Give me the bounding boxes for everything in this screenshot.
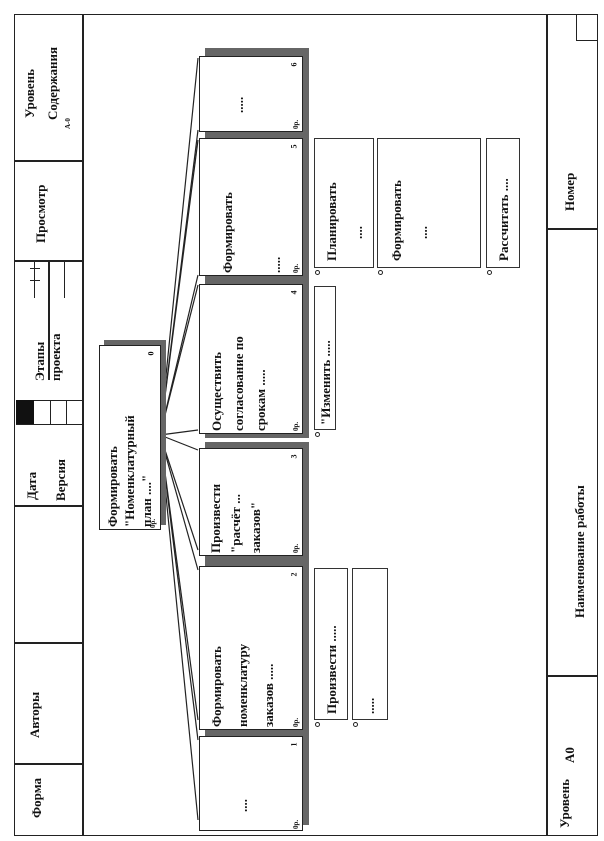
root-text: Формировать "Номенклатурный план ...." — [104, 347, 155, 527]
node-3-line: заказов" — [248, 501, 263, 553]
node-1-number: 1 — [289, 742, 299, 747]
stage-line — [34, 400, 82, 401]
stage-line — [30, 268, 40, 269]
node-2-line: номенклатуру — [235, 643, 250, 727]
subtask-n4-a-text: "Изменить ..... — [318, 340, 333, 425]
subtask-n5-b-line: Формировать — [389, 180, 404, 261]
link-6b — [159, 129, 199, 436]
link-1b — [159, 434, 199, 821]
node-2-number: 2 — [289, 572, 299, 577]
link-2b — [159, 434, 199, 721]
node-6-text: ..... — [231, 96, 246, 113]
root-tag: 0р. — [149, 518, 157, 528]
subtask-n5-c[interactable]: Рассчитать .... — [486, 138, 520, 268]
header-cell-line — [14, 763, 82, 765]
diagram-frame — [14, 14, 598, 836]
node-1-tag: 0р. — [292, 819, 300, 829]
stage-line — [64, 262, 65, 298]
subtask-n2-a[interactable]: Произвести ..... — [314, 568, 348, 720]
stage-marker — [16, 400, 34, 424]
stage-line — [16, 424, 82, 425]
root-line: план ...." — [139, 474, 154, 527]
subtask-n5-a[interactable]: Планировать .... — [314, 138, 374, 268]
node-3-text: Произвести "расчёт ... заказов" — [206, 484, 266, 553]
header-cell-line — [14, 642, 82, 644]
root-line: Формировать — [105, 446, 120, 527]
header-cell-line — [48, 260, 50, 380]
footer-cell-line — [546, 675, 598, 677]
node-6-box[interactable]: ..... 6 0р. — [199, 56, 303, 132]
stage-line — [66, 400, 67, 424]
root-line: "Номенклатурный — [122, 415, 137, 527]
node-5-line: Формировать — [220, 192, 235, 273]
subtask-n5-c-text: Рассчитать .... — [496, 178, 511, 261]
node-5-text: Формировать ..... — [216, 192, 288, 273]
footer-divider — [546, 14, 548, 836]
node-4-box[interactable]: Осуществить согласование по срокам .....… — [199, 284, 303, 434]
node-3-box[interactable]: Произвести "расчёт ... заказов" 3 0р. — [199, 448, 303, 556]
node-3-line: "расчёт ... — [228, 494, 243, 553]
node-5-number: 5 — [289, 144, 299, 149]
node-2-box[interactable]: Формировать номенклатуру заказов ..... 2… — [199, 566, 303, 730]
subtask-n4-a[interactable]: "Изменить ..... — [314, 286, 336, 430]
header-divider — [82, 14, 84, 836]
link-5b — [159, 274, 199, 436]
node-3-tag: 0р. — [292, 543, 300, 553]
node-2-line: заказов ..... — [261, 663, 276, 727]
node-4-line: согласование по — [231, 336, 246, 431]
node-2-text: Формировать номенклатуру заказов ..... — [204, 644, 282, 727]
link-4b — [159, 429, 199, 436]
subtask-n5-a-line: Планировать — [324, 182, 339, 261]
sub-dot — [315, 432, 320, 437]
header-cell-line — [14, 160, 82, 162]
footer-cell-line — [576, 14, 577, 41]
sub-dot — [353, 722, 358, 727]
footer-cell-line — [546, 228, 598, 230]
node-5-line — [240, 192, 264, 273]
root-box[interactable]: Формировать "Номенклатурный план ...." 0… — [99, 345, 161, 530]
subtask-n2-a-text: Произвести ..... — [324, 625, 339, 714]
sub-dot — [315, 722, 320, 727]
node-2-tag: 0р. — [292, 717, 300, 727]
sub-dot — [378, 270, 383, 275]
node-4-line: срокам ..... — [253, 369, 268, 431]
sub-dot — [487, 270, 492, 275]
link-2 — [159, 434, 199, 571]
link-6 — [159, 57, 199, 436]
node-4-line: Осуществить — [209, 351, 224, 431]
node-1-text: .... — [235, 799, 250, 812]
stage-line — [50, 400, 51, 424]
node-4-text: Осуществить согласование по срокам ..... — [206, 336, 272, 431]
subtask-n2-b[interactable]: ..... — [352, 568, 388, 720]
node-2-line: Формировать — [209, 646, 224, 727]
node-5-tag: 0р. — [292, 263, 300, 273]
node-6-tag: 0р. — [292, 119, 300, 129]
node-6-number: 6 — [289, 62, 299, 67]
node-5-line: ..... — [268, 256, 283, 273]
node-3-number: 3 — [289, 454, 299, 459]
subtask-n5-b[interactable]: Формировать .... — [377, 138, 481, 268]
header-cell-line — [14, 505, 82, 507]
link-3b — [159, 434, 199, 551]
node-4-number: 4 — [289, 290, 299, 295]
subtask-n5-a-line: .... — [350, 226, 365, 239]
subtask-n5-b-line: .... — [415, 226, 430, 239]
node-1-box[interactable]: .... 1 0р. — [199, 736, 303, 831]
footer-cell-line — [576, 40, 598, 41]
node-5-box[interactable]: Формировать ..... 5 0р. — [199, 138, 303, 276]
stage-line — [30, 280, 40, 281]
node-3-line: Произвести — [208, 483, 223, 553]
node-4-tag: 0р. — [292, 421, 300, 431]
sub-dot — [315, 270, 320, 275]
root-number: 0 — [146, 351, 156, 356]
subtask-n2-b-text: ..... — [362, 697, 377, 714]
link-3 — [159, 434, 199, 451]
